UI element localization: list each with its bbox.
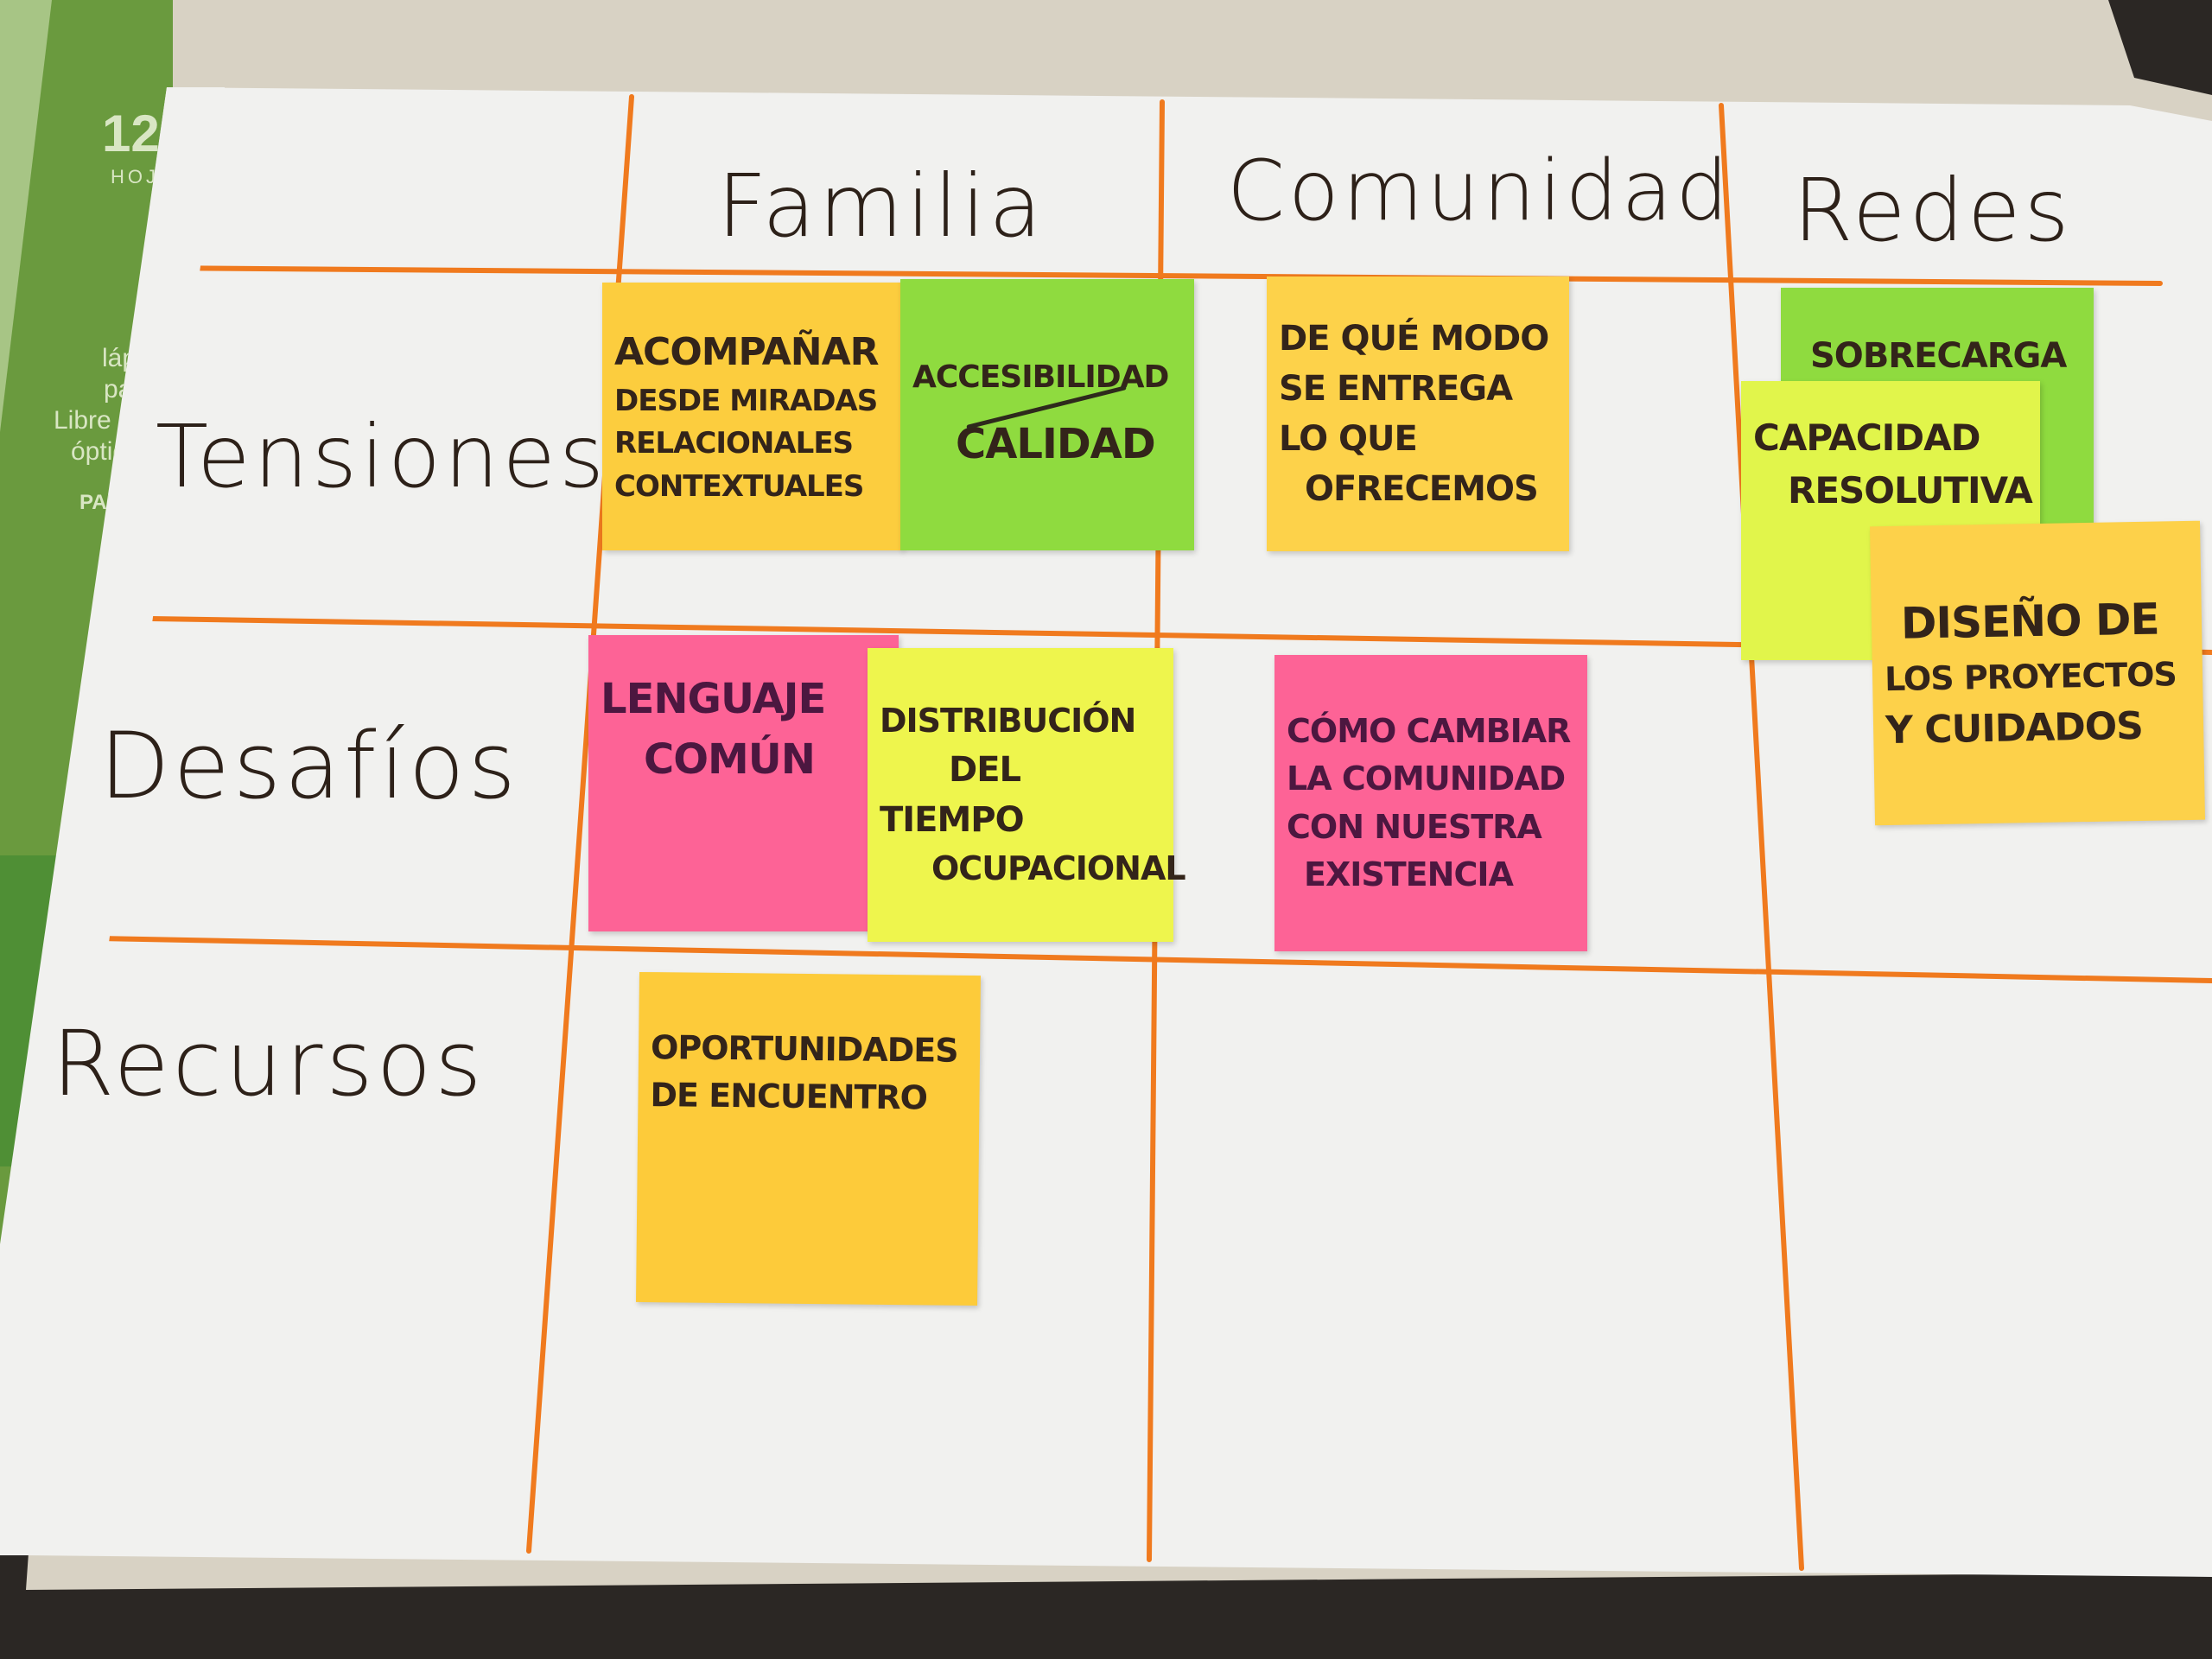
column-header-redes: Redes bbox=[1793, 160, 2073, 261]
binder-number: 12 bbox=[102, 105, 160, 162]
binder-label: HOJA bbox=[111, 166, 175, 188]
row-header-recursos: Recursos bbox=[52, 1011, 486, 1116]
sticky-note[interactable]: Oportunidades de encuentro bbox=[636, 971, 981, 1306]
note-text: relacionales bbox=[614, 426, 854, 461]
note-text: Distribución bbox=[880, 701, 1136, 740]
note-text: común bbox=[644, 734, 816, 784]
note-text: contextuales bbox=[614, 468, 864, 504]
note-text: Accesibilidad bbox=[912, 359, 1169, 395]
sticky-note[interactable]: Cómo cambiar la comunidad con nuestra ex… bbox=[1274, 655, 1587, 951]
note-text: Capacidad bbox=[1753, 416, 1980, 459]
note-text: Lenguaje bbox=[601, 675, 826, 723]
note-text: lo que bbox=[1279, 419, 1418, 459]
note-text: Sobrecarga bbox=[1810, 336, 2067, 376]
note-text: tiempo bbox=[880, 800, 1025, 840]
row-header-tensiones: Tensiones bbox=[156, 406, 608, 507]
column-header-comunidad: Comunidad bbox=[1227, 143, 1732, 239]
note-text: y cuidados bbox=[1885, 703, 2144, 753]
binder-fragment: láp bbox=[102, 344, 137, 372]
note-text: desde miradas bbox=[614, 383, 878, 418]
note-text: existencia bbox=[1304, 855, 1514, 893]
note-text: resolutiva bbox=[1788, 468, 2033, 512]
sticky-note[interactable]: De qué modo se entrega lo que ofrecemos bbox=[1267, 276, 1569, 551]
grid-line-col3 bbox=[1719, 103, 1804, 1571]
note-text: Calidad bbox=[956, 419, 1156, 468]
note-text: De qué modo bbox=[1279, 319, 1549, 359]
binder-fragment: Libre c bbox=[54, 406, 132, 435]
sticky-note[interactable]: Distribución del tiempo ocupacional bbox=[868, 648, 1186, 942]
note-text: con nuestra bbox=[1287, 807, 1542, 846]
note-text: Oportunidades bbox=[650, 1028, 958, 1070]
note-text: Acompañar bbox=[614, 330, 880, 375]
note-text: del bbox=[949, 750, 1021, 790]
note-text: se entrega bbox=[1279, 369, 1513, 409]
note-text: Cómo cambiar bbox=[1287, 712, 1571, 751]
row-header-desafios: Desafíos bbox=[99, 713, 519, 819]
sticky-note[interactable]: Acompañar desde miradas relacionales con… bbox=[602, 283, 903, 550]
grid-line-row2 bbox=[54, 935, 2212, 983]
note-text: Diseño de bbox=[1900, 594, 2160, 650]
binder-fragment: óptic bbox=[71, 437, 126, 466]
note-text: de encuentro bbox=[650, 1076, 928, 1117]
grid-line-header bbox=[144, 265, 2163, 286]
sticky-note[interactable]: Diseño de los proyectos y cuidados bbox=[1870, 520, 2205, 826]
note-text: ocupacional bbox=[931, 849, 1186, 887]
note-text: los proyectos bbox=[1884, 654, 2177, 698]
note-text: ofrecemos bbox=[1305, 469, 1539, 509]
binder-fragment: PAR bbox=[79, 491, 122, 514]
column-header-familia: Familia bbox=[717, 156, 1046, 257]
note-text: la comunidad bbox=[1287, 760, 1566, 798]
binder-fragment: pa bbox=[104, 375, 133, 404]
sticky-note[interactable]: Lenguaje común bbox=[588, 635, 899, 931]
sticky-note[interactable]: Accesibilidad Calidad bbox=[900, 279, 1194, 550]
